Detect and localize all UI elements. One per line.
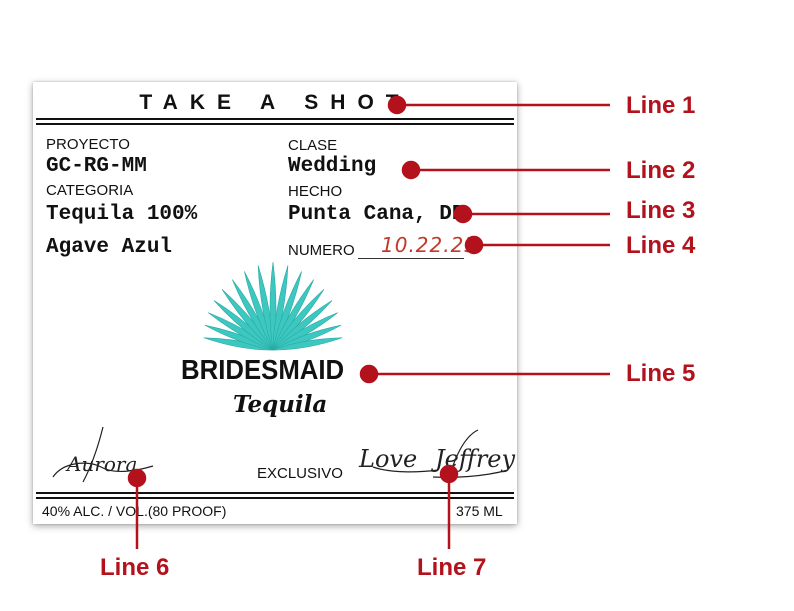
clase-label: CLASE [288,137,338,154]
tequila-label: TAKE A SHOT PROYECTO GC-RG-MM CLASE Wedd… [33,82,517,524]
proyecto-value: GC-RG-MM [46,155,147,178]
proyecto-label: PROYECTO [46,136,130,153]
annotation-line-7: Line 7 [417,554,487,581]
exclusivo-label: EXCLUSIVO [257,465,343,482]
annotation-line-6: Line 6 [100,554,170,581]
hecho-label: HECHO [288,183,343,200]
line-2-marker-dot [401,160,421,180]
footer-divider-bottom [36,497,514,499]
brand-subtitle: Tequila [233,391,328,418]
numero-value: 10.22.23 [381,233,479,257]
title-divider-top [36,118,514,120]
agave-logo-icon [203,261,343,351]
brand-name: BRIDESMAID [181,354,345,385]
line-6-marker-dot [127,468,147,488]
label-title: TAKE A SHOT [139,91,411,114]
signature-right-love: Love [359,445,418,473]
line-1-marker-dot [387,95,407,115]
footer-divider-top [36,492,514,494]
line-5-marker-dot [359,364,379,384]
annotation-line-3: Line 3 [626,197,696,224]
line-7-marker-dot [439,464,459,484]
line-3-marker-dot [453,204,473,224]
numero-label: NUMERO [288,242,355,259]
line-4-marker-dot [464,235,484,255]
hecho-value: Punta Cana, DR [288,203,465,226]
numero-underline [358,258,464,259]
title-divider-bottom [36,123,514,125]
categoria-label: CATEGORIA [46,182,134,199]
abv-text: 40% ALC. / VOL.(80 PROOF) [42,503,227,519]
annotation-line-5: Line 5 [626,360,696,387]
categoria-value-2: Agave Azul [46,236,173,259]
categoria-value-1: Tequila 100% [46,203,198,226]
clase-value: Wedding [288,155,377,178]
annotation-line-4: Line 4 [626,232,696,259]
volume-text: 375 ML [456,503,503,519]
agave-leaf [272,337,343,351]
annotation-line-1: Line 1 [626,92,696,119]
annotation-line-2: Line 2 [626,157,696,184]
